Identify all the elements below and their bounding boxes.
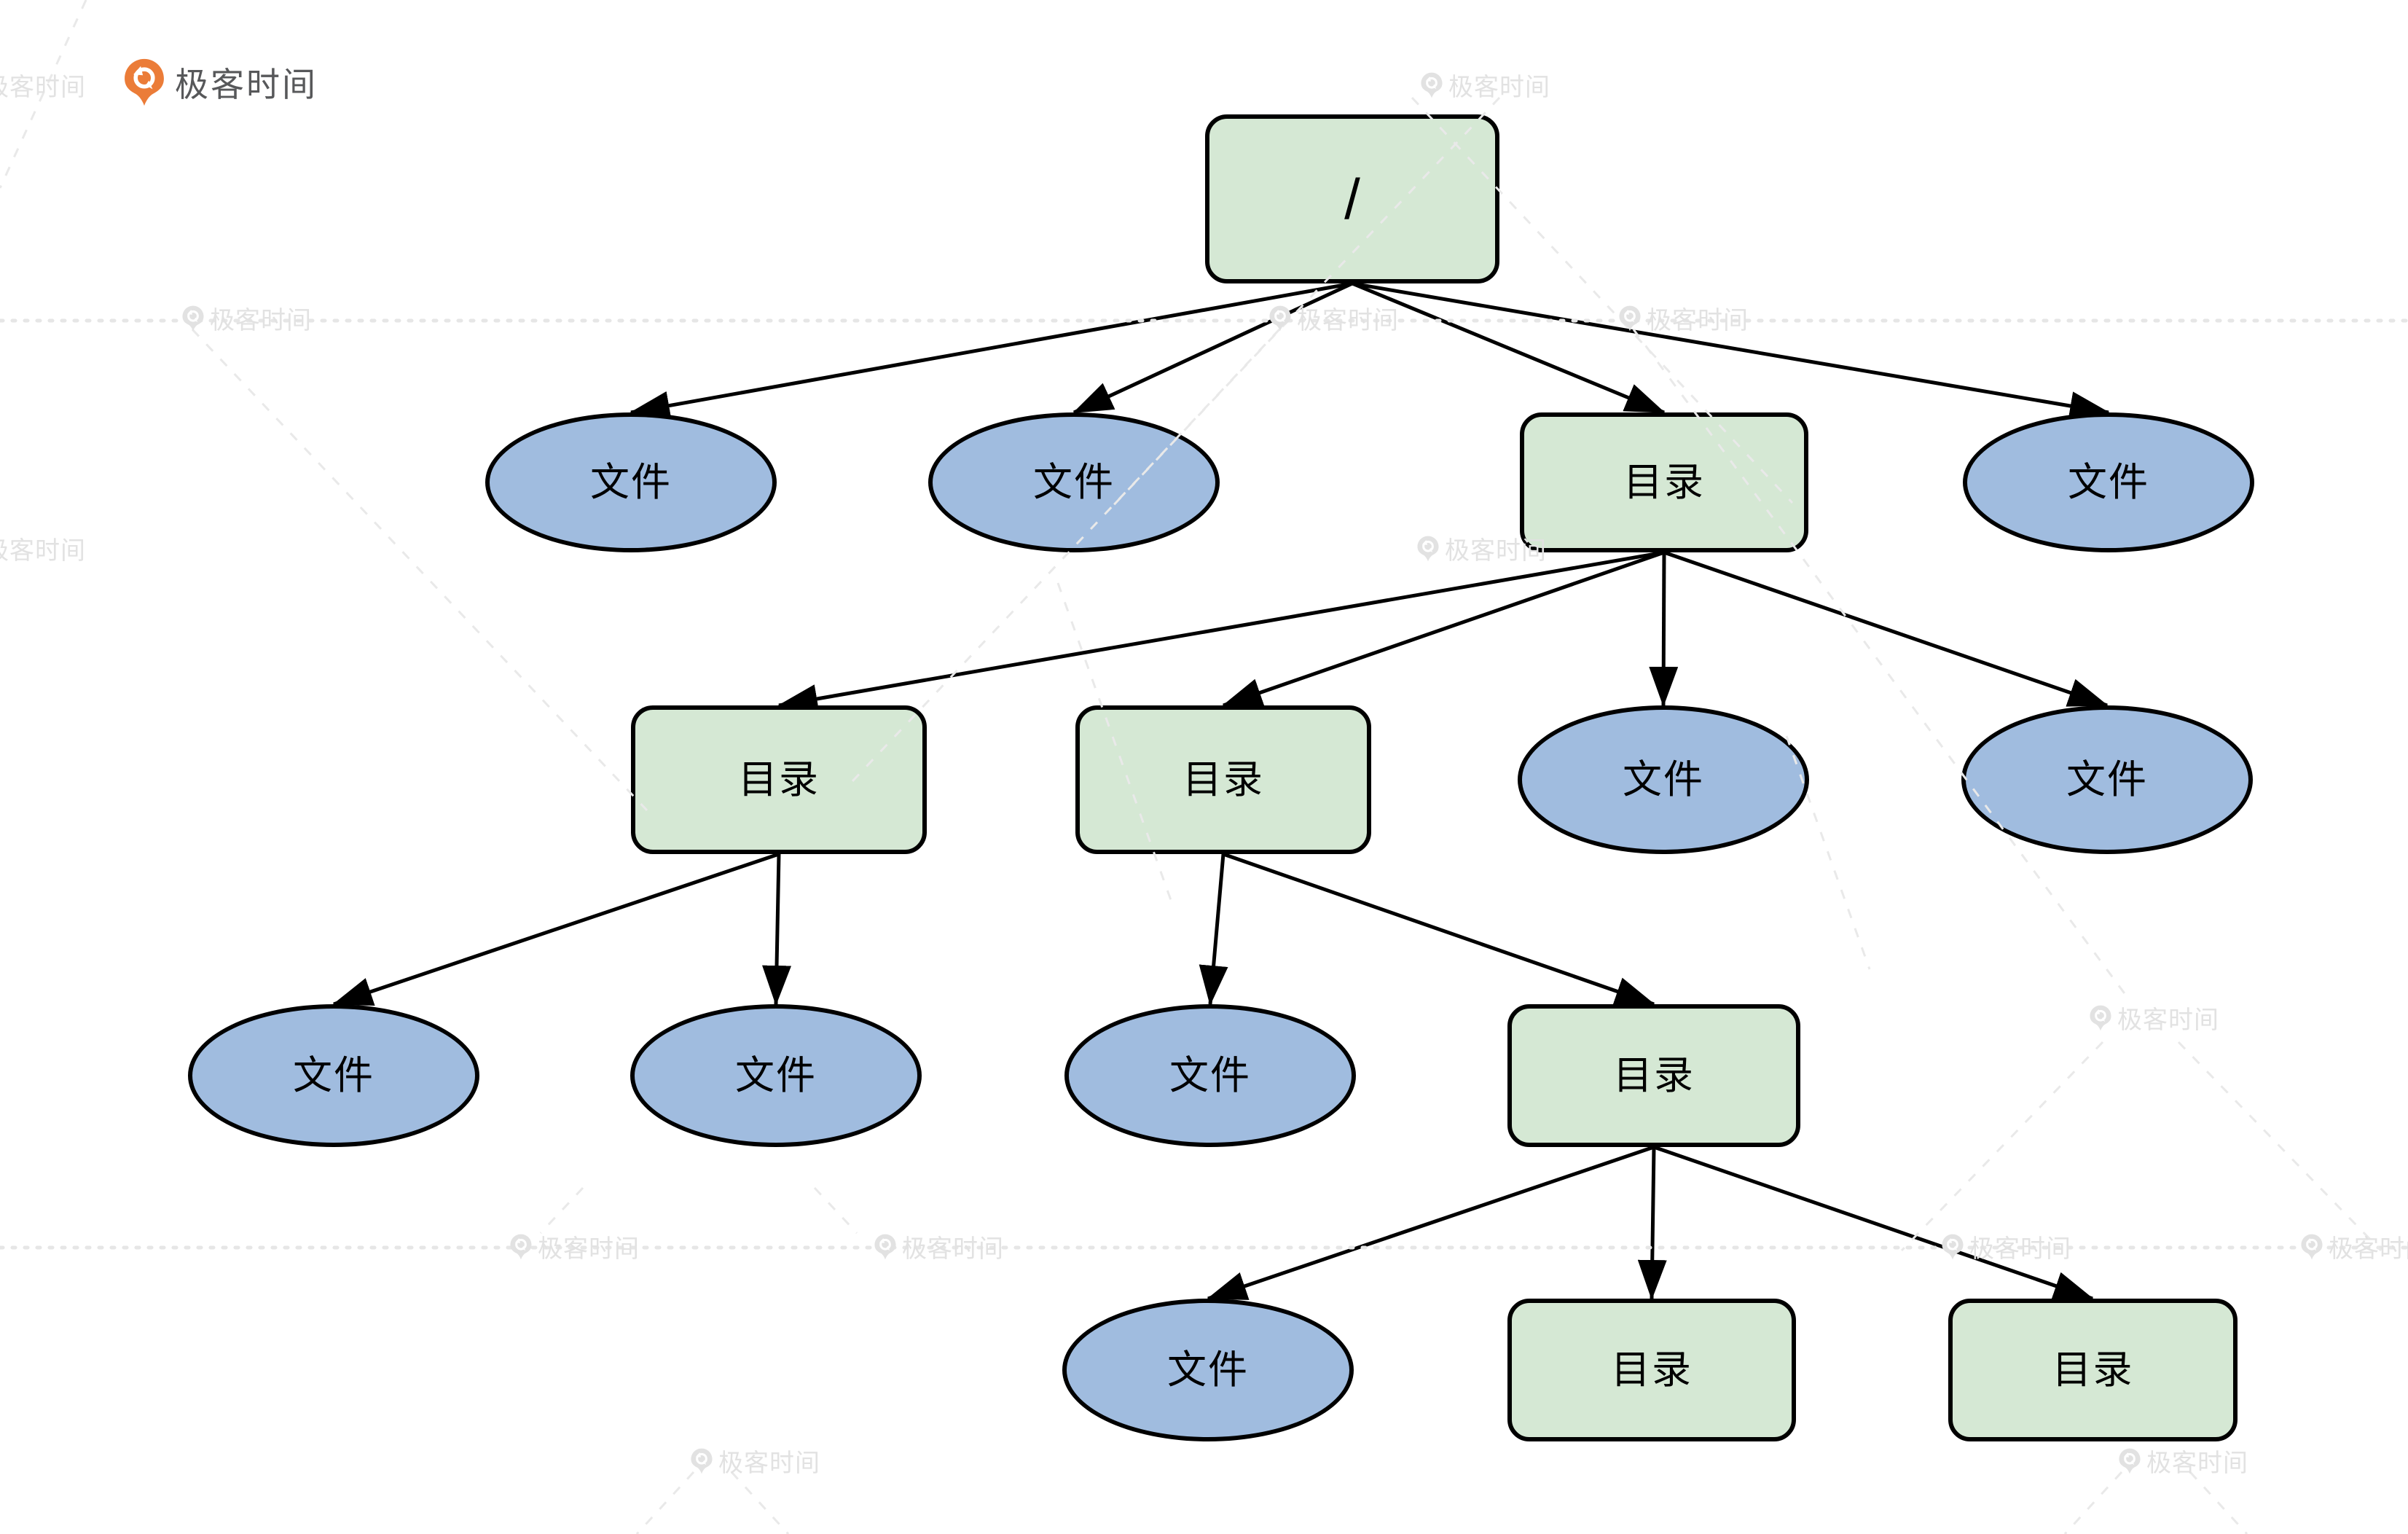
geektime-brand-text: 极客时间 <box>175 66 318 103</box>
geektime-brand: 极客时间 <box>124 58 318 106</box>
node-file-1: 文件 <box>485 412 777 552</box>
dashed-line <box>2189 1471 2248 1534</box>
watermark: 极客时间 <box>182 300 312 336</box>
node-label: 文件 <box>1623 758 1704 802</box>
edge-root-d1 <box>1352 281 1666 415</box>
geektime-pin-icon <box>874 1234 896 1260</box>
watermark: 极客时间 <box>0 531 86 566</box>
geektime-pin-icon <box>691 1448 713 1474</box>
edge-d2-f7 <box>762 853 792 1006</box>
node-file-4: 文件 <box>1518 705 1809 854</box>
watermark-text: 极客时间 <box>538 1235 640 1263</box>
geektime-pin-icon <box>2119 1448 2141 1474</box>
dashed-line <box>635 1471 695 1534</box>
watermark: 极客时间 <box>874 1229 1004 1264</box>
watermark-text: 极客时间 <box>210 307 312 334</box>
dashed-line <box>191 328 648 812</box>
edge-d1-f4 <box>1649 552 1679 707</box>
geektime-pin-icon <box>1619 305 1641 332</box>
geektime-pin-icon <box>510 1234 532 1260</box>
watermark: 极客时间 <box>510 1229 640 1264</box>
node-file-8: 文件 <box>1064 1004 1356 1147</box>
node-label: 目录 <box>1183 758 1264 802</box>
node-directory-6: 目录 <box>1948 1299 2238 1441</box>
watermark-text: 极客时间 <box>0 537 86 565</box>
dashed-line <box>2177 1041 2382 1252</box>
geektime-pin-icon <box>2090 1005 2111 1031</box>
node-label: 文件 <box>735 1054 817 1097</box>
watermark-text: 极客时间 <box>718 1449 820 1477</box>
watermark: 极客时间 <box>1942 1229 2071 1264</box>
edge-d3-d4 <box>1223 852 1655 1006</box>
dashed-line <box>539 1186 584 1234</box>
geektime-pin-icon <box>182 305 204 332</box>
node-label: 文件 <box>1167 1348 1249 1392</box>
watermark-text: 极客时间 <box>0 74 86 101</box>
node-label: 目录 <box>1613 1054 1695 1097</box>
edge-d2-f6 <box>332 852 780 1006</box>
geektime-pin-icon <box>1417 536 1439 562</box>
watermark-text: 极客时间 <box>1647 307 1749 334</box>
geektime-pin-icon <box>1269 305 1291 332</box>
watermark: 极客时间 <box>0 67 86 103</box>
node-file-3: 文件 <box>1963 412 2254 552</box>
edge-d1-d2 <box>777 550 1665 713</box>
node-directory-4: 目录 <box>1507 1004 1800 1147</box>
node-label: 文件 <box>1033 461 1115 504</box>
node-file-6: 文件 <box>188 1004 479 1147</box>
dashed-line <box>2063 1471 2123 1534</box>
watermark: 极客时间 <box>691 1443 820 1479</box>
watermark: 极客时间 <box>1619 300 1749 336</box>
edge-d3-f8 <box>1199 853 1228 1006</box>
node-label: 文件 <box>590 461 672 504</box>
edge-root-f1 <box>630 281 1353 420</box>
watermark-text: 极客时间 <box>2329 1235 2408 1263</box>
node-directory-5: 目录 <box>1507 1299 1796 1441</box>
watermark-text: 极客时间 <box>902 1235 1004 1263</box>
watermark: 极客时间 <box>1421 67 1550 103</box>
edge-d1-f5 <box>1663 550 2109 708</box>
node-file-5: 文件 <box>1961 705 2253 854</box>
node-label: 目录 <box>738 758 820 802</box>
node-file-7: 文件 <box>630 1004 922 1147</box>
edge-d4-d5 <box>1637 1146 1667 1300</box>
node-label: 文件 <box>293 1054 374 1097</box>
node-label: 文件 <box>1169 1054 1251 1097</box>
geektime-pin-icon <box>2301 1234 2323 1260</box>
geektime-pin-icon <box>1421 72 1443 98</box>
node-directory-3: 目录 <box>1075 705 1371 854</box>
watermark-text: 极客时间 <box>2146 1449 2248 1477</box>
watermark-text: 极客时间 <box>1445 537 1547 565</box>
watermark-text: 极客时间 <box>1297 307 1399 334</box>
node-file-9: 文件 <box>1062 1299 1354 1441</box>
node-directory-2: 目录 <box>631 705 927 854</box>
node-label: 目录 <box>1611 1348 1693 1392</box>
watermark: 极客时间 <box>2119 1443 2248 1479</box>
node-file-2: 文件 <box>928 412 1220 552</box>
dashed-line <box>1900 1041 2104 1252</box>
edge-d4-d6 <box>1653 1145 2094 1301</box>
watermark: 极客时间 <box>1269 300 1399 336</box>
node-label: 目录 <box>1623 461 1705 504</box>
dashed-line <box>730 1471 790 1534</box>
watermark: 极客时间 <box>2090 1000 2219 1036</box>
dashed-line <box>813 1186 858 1234</box>
watermark-text: 极客时间 <box>2117 1006 2219 1034</box>
node-root-directory: / <box>1205 114 1499 283</box>
watermark: 极客时间 <box>1417 531 1547 566</box>
node-label: 文件 <box>2068 461 2149 504</box>
geektime-pin-icon <box>1942 1234 1964 1260</box>
watermark-text: 极客时间 <box>1969 1235 2071 1263</box>
watermark-text: 极客时间 <box>1448 74 1550 101</box>
node-label: 目录 <box>2052 1348 2134 1392</box>
watermark: 极客时间 <box>2301 1229 2408 1264</box>
geektime-logo-icon <box>124 58 165 106</box>
node-directory-1: 目录 <box>1520 412 1808 552</box>
node-label: / <box>1344 167 1360 231</box>
edge-d4-f9 <box>1207 1145 1655 1301</box>
edge-d1-d3 <box>1222 550 1665 708</box>
node-label: 文件 <box>2066 758 2148 802</box>
